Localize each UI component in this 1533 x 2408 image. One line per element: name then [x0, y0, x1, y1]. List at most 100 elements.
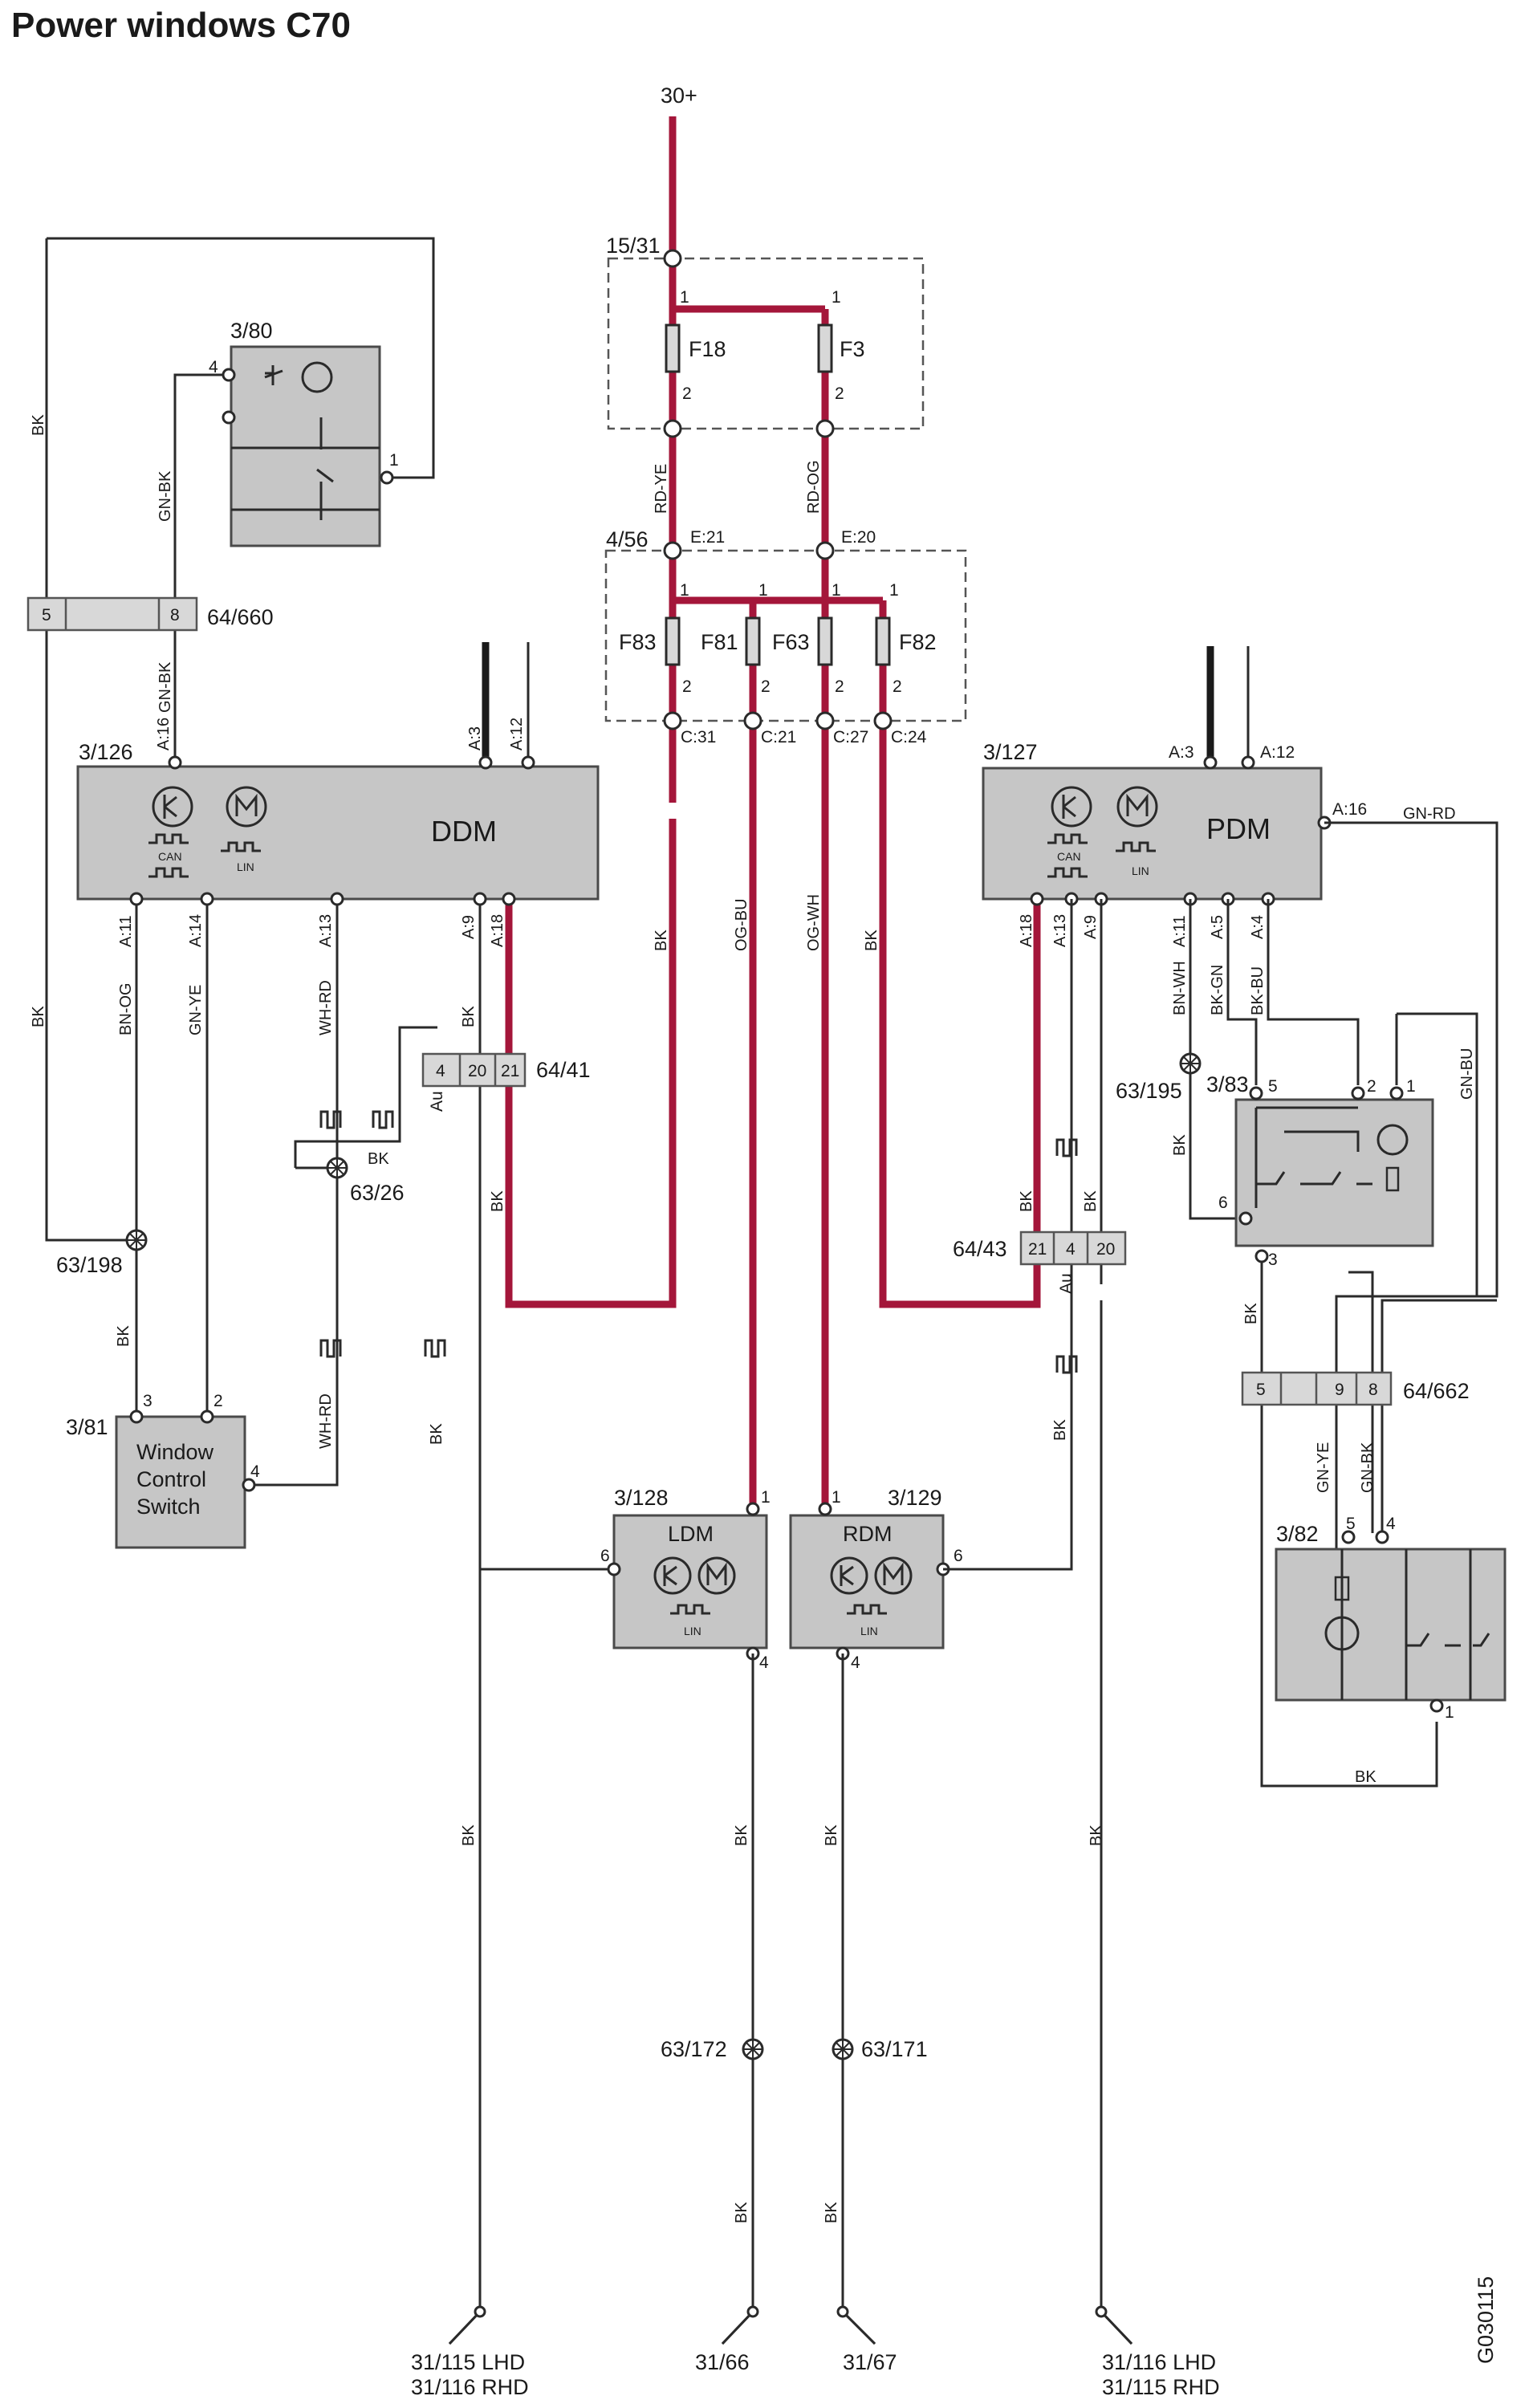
svg-text:1: 1 [832, 1488, 841, 1507]
diagram-title: Power windows C70 [11, 6, 351, 45]
svg-text:20: 20 [468, 1062, 486, 1080]
ldm-name: LDM [668, 1522, 714, 1546]
transistor-icon [152, 786, 193, 828]
splice-63-171 [832, 2038, 854, 2060]
switch-label-line3: Switch [136, 1495, 201, 1519]
connector-64-43: 21 4 20 [1019, 1230, 1127, 1266]
svg-text:4: 4 [1066, 1240, 1076, 1259]
svg-text:3: 3 [1268, 1251, 1278, 1269]
switch-3-83-ref: 3/83 [1206, 1072, 1249, 1096]
ddm-lin-label: LIN [237, 860, 254, 873]
svg-text:A:3: A:3 [466, 726, 484, 750]
svg-text:BK: BK [1082, 1190, 1100, 1212]
pdm-lin-label: LIN [1132, 864, 1149, 877]
left-wires [45, 237, 614, 2345]
svg-text:BK: BK [1242, 1303, 1260, 1324]
svg-text:BK: BK [1018, 1190, 1035, 1212]
svg-text:BK: BK [823, 2202, 840, 2223]
svg-text:BN-OG: BN-OG [117, 982, 135, 1035]
svg-text:GN-RD: GN-RD [1403, 805, 1456, 823]
svg-text:A:16: A:16 [155, 718, 173, 750]
pin-label: 1 [389, 451, 399, 470]
pdm-can-label: CAN [1057, 850, 1081, 863]
au-label: Au [428, 1091, 446, 1112]
pdm-module [982, 767, 1323, 901]
svg-text:A:16: A:16 [1332, 800, 1367, 819]
ddm-bus-wires [482, 642, 530, 763]
svg-text:1: 1 [1445, 1703, 1454, 1722]
svg-text:2: 2 [1367, 1077, 1376, 1096]
ldm-lin-label: LIN [684, 1625, 701, 1637]
svg-text:BK-BU: BK-BU [1249, 966, 1267, 1015]
svg-text:E:20: E:20 [841, 528, 876, 547]
svg-text:C:21: C:21 [761, 728, 796, 746]
splice-63-172-label: 63/172 [661, 2037, 727, 2061]
svg-text:2: 2 [761, 677, 771, 696]
rdm-name: RDM [843, 1522, 893, 1546]
svg-text:A:13: A:13 [1051, 914, 1069, 947]
svg-text:1: 1 [680, 288, 689, 307]
svg-text:BK: BK [863, 929, 880, 951]
fuse-f18-label: F18 [689, 337, 726, 361]
svg-text:1: 1 [889, 581, 899, 600]
connector-64-662: 5 9 8 [1241, 1371, 1393, 1406]
svg-text:BK: BK [823, 1824, 840, 1846]
lin-signal-icon [221, 841, 261, 852]
svg-text:5: 5 [1346, 1515, 1356, 1533]
svg-text:4: 4 [1386, 1515, 1396, 1533]
svg-text:A:12: A:12 [508, 718, 526, 750]
svg-text:5: 5 [1268, 1077, 1278, 1096]
connector-64-660: 5 8 [26, 596, 198, 632]
connector-64-43-label: 64/43 [953, 1237, 1007, 1261]
svg-text:A:14: A:14 [187, 914, 205, 947]
svg-text:6: 6 [1218, 1194, 1228, 1212]
svg-text:2: 2 [835, 677, 844, 696]
svg-text:WH-RD: WH-RD [317, 1393, 335, 1449]
svg-text:OG-BU: OG-BU [733, 898, 750, 951]
svg-text:4: 4 [759, 1653, 769, 1672]
svg-text:9: 9 [1335, 1381, 1344, 1399]
svg-text:6: 6 [600, 1547, 610, 1565]
svg-text:BK: BK [733, 1824, 750, 1846]
ddm-name: DDM [431, 815, 497, 848]
fuse-f83 [665, 616, 681, 666]
fuse-box-4-56-label: 4/56 [606, 527, 649, 551]
svg-text:A:3: A:3 [1169, 743, 1194, 762]
ground-label-3: 31/67 [843, 2350, 897, 2374]
lin-signal-markers-right [1055, 1138, 1078, 1374]
switch-3-81-ref: 3/81 [66, 1415, 108, 1439]
svg-text:2: 2 [213, 1392, 223, 1410]
ground-label-4b: 31/115 RHD [1102, 2375, 1220, 2399]
svg-text:1: 1 [680, 581, 689, 600]
svg-text:5: 5 [1256, 1381, 1266, 1399]
fuse-f82 [875, 616, 891, 666]
pdm-terminal-labels: A:3 A:12 A:16 A:18 A:13 A:9 A:11 A:5 A:4 [1018, 743, 1367, 947]
connector-64-662-label: 64/662 [1403, 1379, 1470, 1403]
svg-text:GN-YE: GN-YE [1315, 1442, 1332, 1493]
wire-label: GN-BK [157, 470, 174, 522]
svg-text:2: 2 [893, 677, 902, 696]
svg-text:GN-BK: GN-BK [1359, 1442, 1376, 1493]
supply-label: 30+ [661, 83, 697, 108]
switch-3-80 [222, 345, 394, 547]
switch-3-81-pins: 3 2 4 [129, 1392, 260, 1492]
power-wires [505, 116, 1041, 1509]
au-label-right: Au [1057, 1273, 1076, 1294]
svg-text:20: 20 [1096, 1240, 1115, 1259]
can-signal-icon [148, 833, 189, 878]
svg-text:3: 3 [143, 1392, 152, 1410]
fuse-terminal-pins [663, 249, 893, 730]
motor-icon [226, 786, 267, 828]
svg-text:8: 8 [170, 606, 180, 624]
svg-text:1: 1 [1406, 1077, 1416, 1096]
svg-text:1: 1 [832, 288, 841, 307]
transistor-icon-lines [163, 795, 177, 819]
svg-text:BK: BK [1171, 1134, 1189, 1156]
switch-3-82: 5 4 1 [1275, 1515, 1507, 1722]
ground-label-1a: 31/115 LHD [411, 2350, 525, 2374]
rdm-icons [830, 1556, 913, 1615]
svg-text:A:5: A:5 [1209, 915, 1226, 939]
fuse-f63 [817, 616, 833, 666]
lower-wire-labels: BK BK BK BK BK [733, 1824, 1105, 2223]
